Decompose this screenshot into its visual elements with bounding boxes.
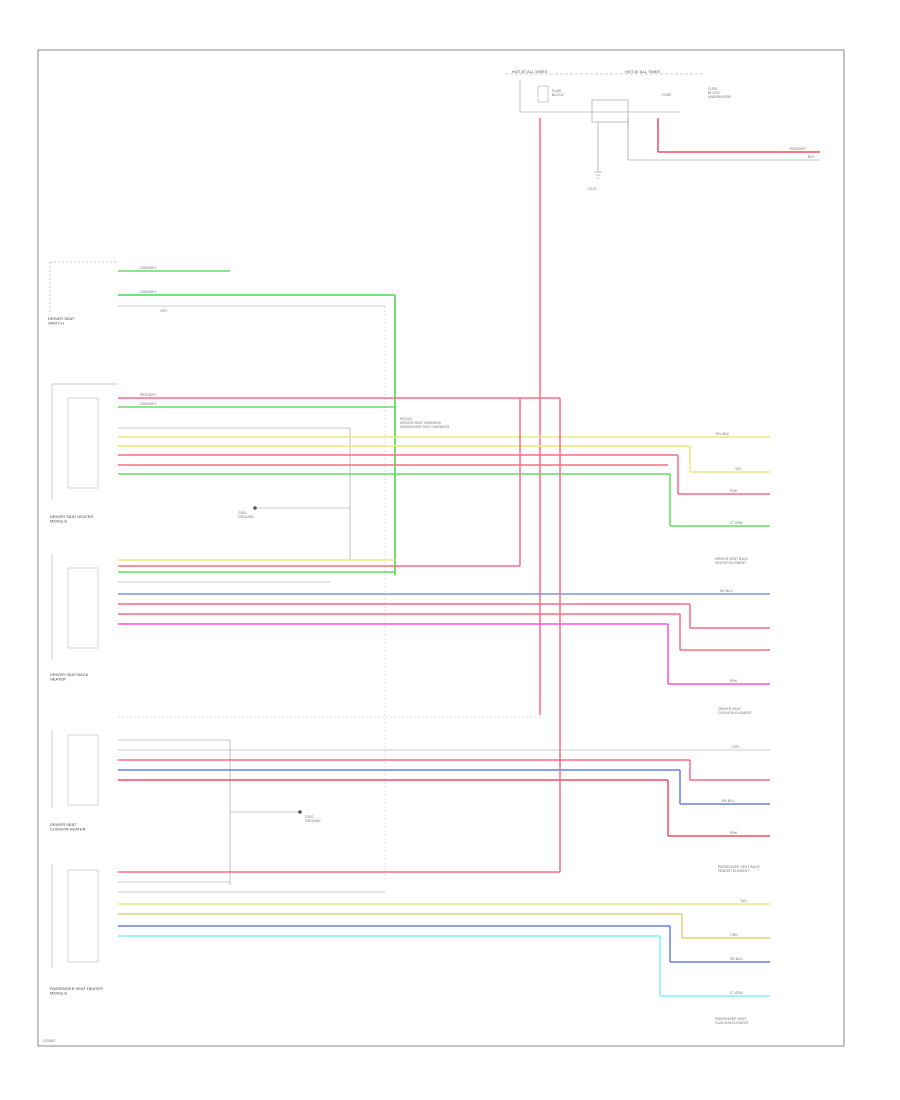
svg-text:GRN/WHT: GRN/WHT [140,266,158,270]
svg-text:GRY: GRY [732,745,740,749]
svg-text:GRN/WHT: GRN/WHT [140,402,158,406]
svg-text:DK BLU: DK BLU [720,589,733,593]
svg-text:PNK: PNK [730,831,738,835]
svg-text:PNK: PNK [730,679,738,683]
svg-text:DK BLU: DK BLU [730,957,743,961]
svg-text:PNK: PNK [730,489,738,493]
fuse-b-label: FUSE [662,93,672,97]
svg-text:ORN: ORN [730,933,738,937]
svg-text:GRY: GRY [160,309,168,313]
svg-text:RED/WHT: RED/WHT [790,147,807,151]
fuse-ground-label: G101 [588,187,597,191]
page-code: 1234567 [42,1039,56,1043]
svg-text:TAN: TAN [740,899,747,903]
hot-label-run: HOT AT ALL TIMES [512,69,547,74]
svg-text:LT GRN: LT GRN [730,521,743,525]
svg-text:DK BLU: DK BLU [722,799,735,803]
svg-text:GRN/WHT: GRN/WHT [140,290,158,294]
svg-text:RED/WHT: RED/WHT [140,393,157,397]
svg-text:YEL: YEL [735,467,742,471]
svg-text:BLK: BLK [808,155,815,159]
svg-text:YEL/BLK: YEL/BLK [715,432,730,436]
hot-label-start: HOT AT ALL TIMES [625,69,660,74]
diagram-frame [37,49,845,1047]
svg-text:LT GRN: LT GRN [730,991,743,995]
